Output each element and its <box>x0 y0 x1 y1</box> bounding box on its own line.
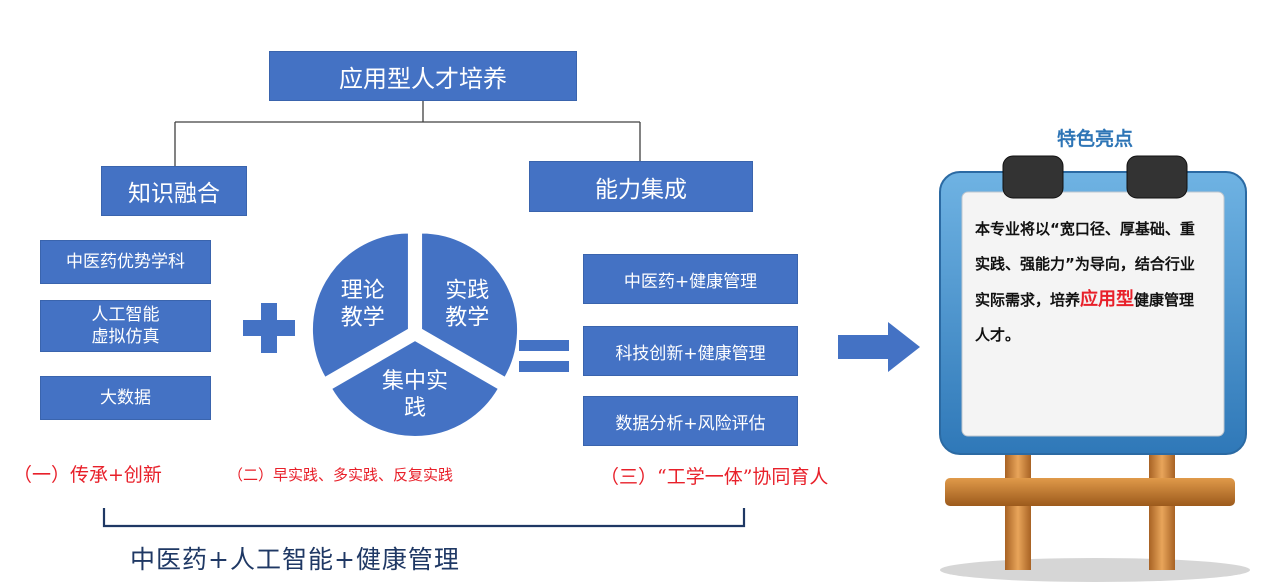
ability-item: 中医药+健康管理 <box>583 254 798 304</box>
right-arrow-icon <box>838 322 920 372</box>
ability-integration-box: 能力集成 <box>529 161 753 212</box>
pie-slice-label: 集中实践 <box>382 369 448 421</box>
ability-item: 数据分析+风险评估 <box>583 396 798 446</box>
board-text: 本专业将以“宽口径、厚基础、重实践、强能力”为导向，结合行业实际需求，培养应用型… <box>975 212 1207 353</box>
ability-item-label: 科技创新+健康管理 <box>615 343 766 364</box>
title-box: 应用型人才培养 <box>269 51 577 101</box>
pie-slice-label: 理论教学 <box>341 278 385 330</box>
pie-slice <box>329 338 501 438</box>
pie-slice <box>310 231 410 380</box>
ability-integration-label: 能力集成 <box>595 176 687 203</box>
section-label-2: （二）早实践、多实践、反复实践 <box>228 466 454 484</box>
pie-slice <box>420 231 520 380</box>
knowledge-fusion-label: 知识融合 <box>128 181 220 207</box>
plus-icon <box>243 303 295 353</box>
title-text: 应用型人才培养 <box>339 64 507 93</box>
section-label-3: （三）“工学一体”协同育人 <box>600 466 829 488</box>
ability-item: 科技创新+健康管理 <box>583 326 798 376</box>
knowledge-item: 大数据 <box>40 376 211 420</box>
board-title: 特色亮点 <box>1056 128 1133 150</box>
footer-text: 中医药+人工智能+健康管理 <box>130 545 460 574</box>
board-text-after: 健康管理人才。 <box>975 291 1195 344</box>
equals-icon <box>519 340 569 372</box>
board-text-before: 本专业将以“宽口径、厚基础、重实践、强能力”为导向，结合行业实际需求，培养 <box>975 220 1195 309</box>
section-label-1: （一）传承+创新 <box>13 464 162 486</box>
knowledge-item-label: 人工智能 虚拟仿真 <box>91 305 160 347</box>
knowledge-item-label: 大数据 <box>100 388 151 408</box>
knowledge-item: 中医药优势学科 <box>40 240 211 284</box>
knowledge-item: 人工智能 虚拟仿真 <box>40 300 211 352</box>
knowledge-item-label: 中医药优势学科 <box>66 252 185 272</box>
ability-item-label: 数据分析+风险评估 <box>615 413 766 434</box>
knowledge-fusion-box: 知识融合 <box>101 166 247 216</box>
board-text-highlight: 应用型 <box>1080 289 1135 310</box>
ability-item-label: 中医药+健康管理 <box>623 271 758 292</box>
pie-slice-label: 实践教学 <box>445 278 489 330</box>
easel-board <box>939 155 1250 582</box>
